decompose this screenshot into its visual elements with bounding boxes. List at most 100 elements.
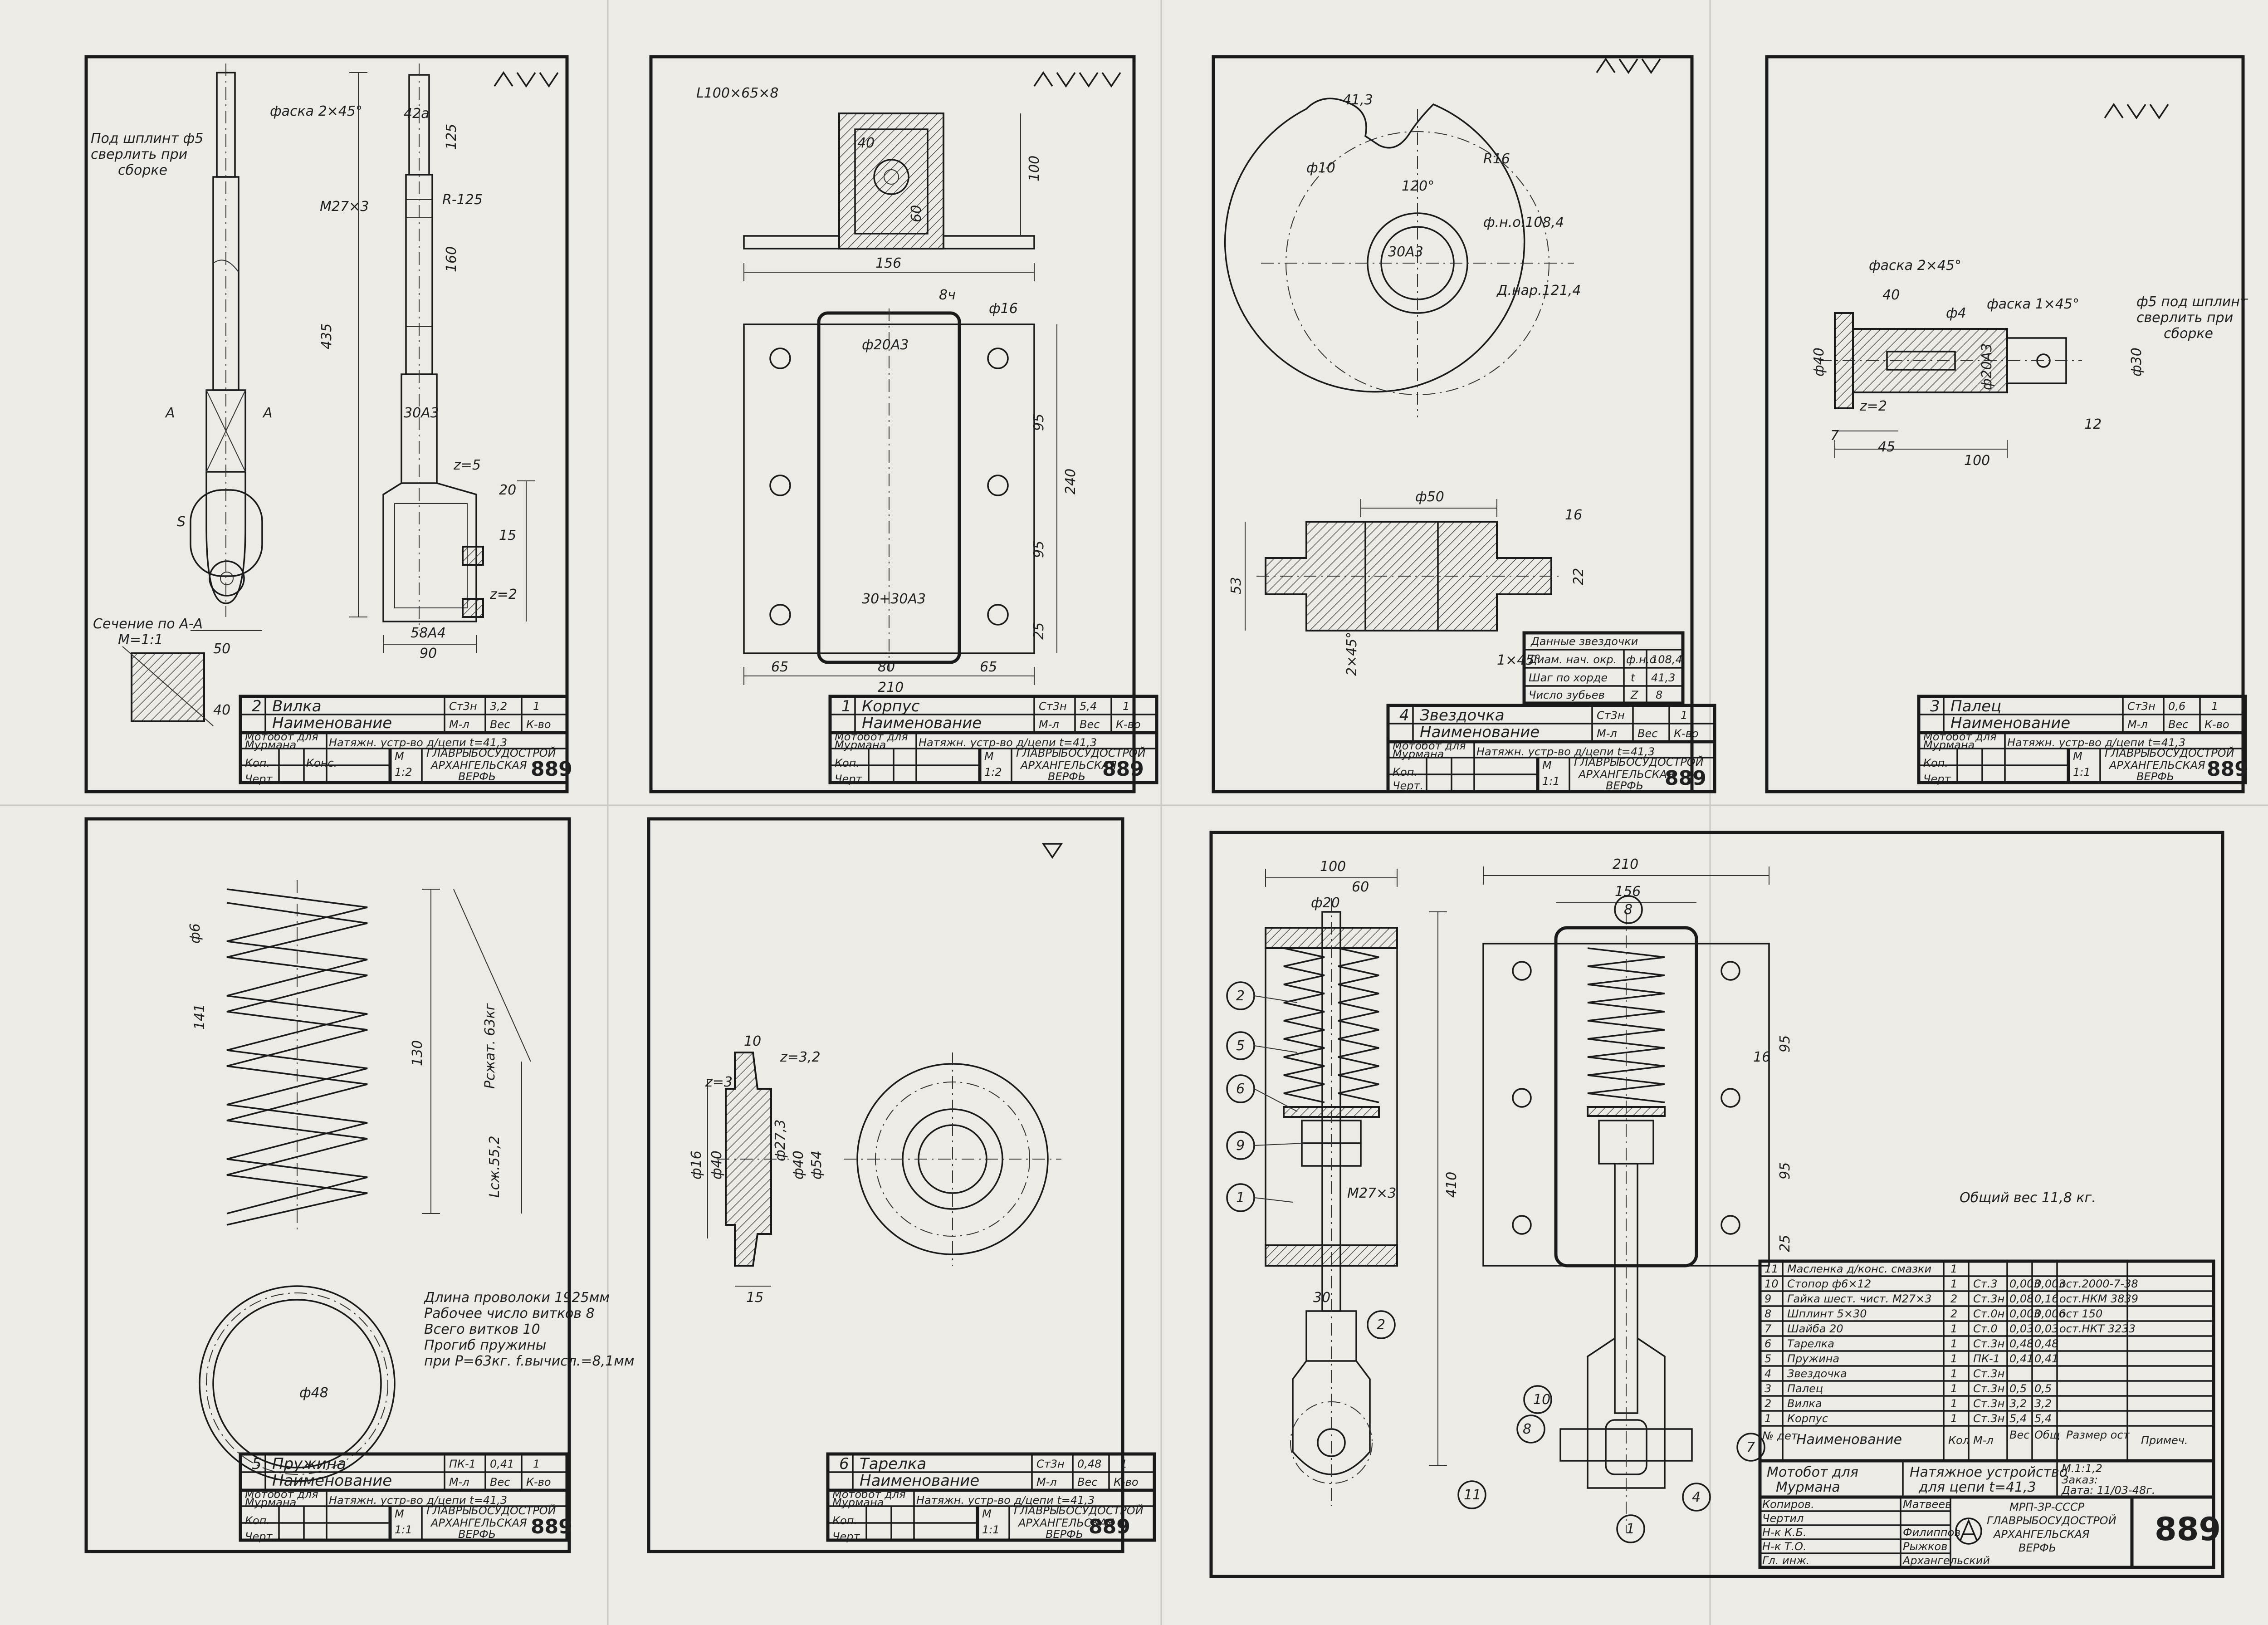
- tb-pos: 3: [1930, 697, 1940, 715]
- tb-material: Ст3н: [449, 700, 477, 713]
- tb-part-name: Звездочка: [1420, 706, 1505, 724]
- assembly-front-view: [1482, 912, 1770, 1533]
- bom-cell-pos: 7: [1765, 1322, 1772, 1335]
- dim-16: 16: [1565, 507, 1582, 523]
- tb-scale-header: М: [984, 750, 994, 763]
- section-title: Сечение по А-А: [93, 616, 203, 632]
- tb-org: ВЕРФЬ: [1606, 779, 1643, 792]
- bom-cell-wt: 0,16: [2034, 1292, 2058, 1305]
- tb-drawing-number: 889: [1665, 767, 1706, 790]
- tb-qty-header: К-во: [1114, 1476, 1139, 1488]
- dim-65: 65: [980, 659, 997, 675]
- tb-qty: 1: [2211, 700, 2218, 713]
- dim-15: 15: [746, 1290, 763, 1306]
- asm-signer: Филиппов: [1903, 1526, 1960, 1539]
- dim-pitch: 41,3: [1343, 92, 1373, 108]
- note-chamfer: фаска 2×45°: [270, 103, 362, 119]
- dim-95: 95: [1031, 541, 1047, 558]
- surface-mark: S: [177, 514, 186, 530]
- sheet-frame: [1212, 55, 1694, 793]
- dim-compressed-length: Lсж.55,2: [487, 1136, 503, 1198]
- asm-role: Копиров.: [1762, 1498, 1814, 1511]
- tb-weight: 0,48: [1077, 1458, 1101, 1470]
- body-plan-view: [743, 308, 1035, 671]
- bom-cell-note: ост.НКМ 3839: [2059, 1292, 2138, 1305]
- tb-drawing-number: 889: [2207, 758, 2248, 781]
- total-weight: Общий вес 11,8 кг.: [1960, 1190, 2096, 1206]
- asm-assembly-name: для цепи t=41,3: [1918, 1479, 2036, 1495]
- dim-f4: ф4: [1946, 305, 1966, 321]
- tb-weight-header: Вес: [1080, 718, 1100, 731]
- bom-header-name: Наименование: [1796, 1432, 1902, 1448]
- sheet-spring: ф6 141 130 Рсжат. 63кг Lсж.55,2 ф48 Длин…: [84, 817, 635, 1553]
- tb-org: ГЛАВРЫБОСУДОСТРОЙ: [426, 1504, 556, 1517]
- dim-f48: ф48: [299, 1385, 328, 1401]
- balloon-label: 1: [1236, 1190, 1245, 1206]
- tb-role: Черт.: [245, 1530, 276, 1543]
- bom-cell-material: Ст.0: [1973, 1322, 1998, 1335]
- tb-scale: 1:1: [982, 1523, 1000, 1536]
- tb-weight-header: Вес: [2168, 718, 2188, 731]
- bom-cell-pos: 6: [1765, 1337, 1771, 1350]
- tb-org: ВЕРФЬ: [1048, 770, 1085, 783]
- tb-org: АРХАНГЕЛЬСКАЯ: [430, 1517, 527, 1529]
- bom-cell-w1: 0,48: [2009, 1337, 2033, 1350]
- sheet-plate: 10 z=3,2 z=3 ф16 ф40 ф27,3 ф40 ф54 15 6 …: [647, 817, 1154, 1553]
- asm-org: АРХАНГЕЛЬСКАЯ: [1993, 1528, 2090, 1541]
- bom-cell-w1: 3,2: [2009, 1397, 2027, 1410]
- dim-f20a3: ф20А3: [1979, 343, 1995, 390]
- tb-org: АРХАНГЕЛЬСКАЯ: [2108, 759, 2205, 772]
- bom-cell-name: Звездочка: [1787, 1367, 1847, 1380]
- tb-project: Мурмана: [245, 739, 296, 751]
- bom-cell-name: Вилка: [1787, 1397, 1822, 1410]
- note-assembly: сборке: [118, 162, 167, 178]
- note-total-coils: Всего витков 10: [424, 1322, 540, 1337]
- bom-cell-w1: 0,003: [2009, 1307, 2041, 1320]
- bom-cell-wt: 5,4: [2034, 1412, 2052, 1425]
- dim-f30: ф30: [2129, 348, 2145, 377]
- roughness-symbol: [1596, 57, 1661, 74]
- tb-org: ГЛАВРЫБОСУДОСТРОЙ: [2105, 746, 2234, 759]
- fork-front-view: [382, 64, 484, 631]
- tb-scale-header: М: [395, 1508, 404, 1520]
- sheet-frame: [84, 817, 571, 1553]
- tb-project: Мурмана: [1923, 739, 1975, 751]
- bom-cell-wt: 0,5: [2034, 1382, 2052, 1395]
- spec-symbol: t: [1631, 671, 1636, 684]
- bom-header-material: М-л: [1973, 1434, 1994, 1447]
- dim-156: 156: [1615, 884, 1641, 900]
- dim-line-100: [1834, 440, 2008, 458]
- dim-outer-diam: Д.нар.121,4: [1496, 283, 1581, 299]
- balloon-label: 8: [1523, 1421, 1531, 1437]
- tb-qty-header: К-во: [2204, 718, 2229, 731]
- tb-weight: 0,6: [2168, 700, 2185, 713]
- tb-project: Мурмана: [832, 1496, 884, 1509]
- tb-role: Коп.: [245, 757, 270, 769]
- dim-25: 25: [1777, 1235, 1793, 1252]
- balloon-label: 2: [1377, 1317, 1385, 1333]
- dim-thread: М27×3: [320, 199, 369, 215]
- tb-assembly: Натяжн. устр-во д/цепи t=41,3: [1476, 745, 1655, 758]
- balloon-label: 6: [1236, 1081, 1245, 1097]
- bom-header-size: Размер ост: [2066, 1429, 2130, 1441]
- tb-weight-header: Вес: [490, 1476, 510, 1488]
- tb-org: ВЕРФЬ: [1046, 1528, 1083, 1541]
- asm-role: Н-к К.Б.: [1762, 1526, 1807, 1539]
- dim-30a3: 30А3: [404, 405, 439, 421]
- asm-signer: Рыжков: [1903, 1540, 1947, 1553]
- asm-signer: Архангельский: [1902, 1554, 1990, 1567]
- bom-cell-material: Ст.3н: [1973, 1382, 2004, 1395]
- dim-40: 40: [213, 702, 230, 718]
- tb-qty-header: К-во: [1116, 718, 1141, 731]
- tb-role: Черт.: [1923, 773, 1954, 785]
- tb-project: Мотобот для: [832, 1488, 906, 1501]
- tb-part-name: Корпус: [862, 697, 920, 715]
- bom-cell-wt: 0,003: [2034, 1277, 2066, 1290]
- bom-cell-wt: 0,006: [2034, 1307, 2066, 1320]
- tb-name-header: Наименование: [272, 714, 392, 732]
- tb-org: ВЕРФЬ: [458, 1528, 496, 1541]
- tb-role: Коп.: [245, 1514, 270, 1527]
- asm-project: Мурмана: [1776, 1479, 1840, 1495]
- bom-cell-wt: 3,2: [2034, 1397, 2052, 1410]
- pin-side-view: [1819, 312, 2082, 409]
